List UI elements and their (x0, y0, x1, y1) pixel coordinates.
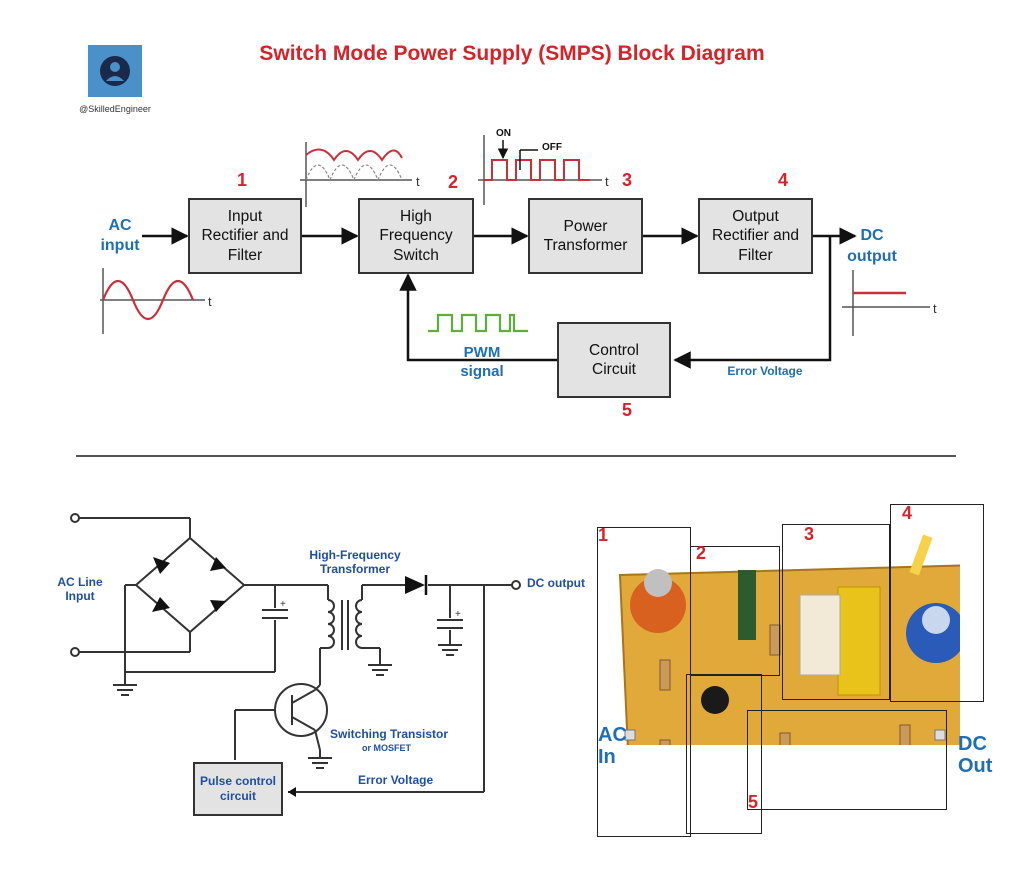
block-number-2: 2 (448, 172, 459, 192)
switching-waveform: t (478, 135, 609, 205)
ac-input-waveform: t (100, 268, 212, 334)
rectified-waveform: t (300, 142, 420, 207)
pulse-control-block: Pulse control circuit (193, 762, 283, 816)
skilled-engineer-logo (88, 45, 142, 97)
on-label: ON (496, 128, 511, 139)
block-control-circuit: Control Circuit (557, 322, 671, 398)
block-input-rectifier: Input Rectifier and Filter (188, 198, 302, 274)
block-diagram-wiring: t t t t (100, 135, 937, 369)
transformer-label: High-Frequency Transformer (309, 548, 401, 576)
ac-line-input-label: AC Line Input (57, 575, 103, 603)
ac-input-label: AC input (100, 217, 140, 254)
block-number-1: 1 (237, 170, 248, 190)
pcb-number-2: 2 (696, 543, 707, 563)
brand-handle: @SkilledEngineer (79, 104, 151, 114)
pcb-number-3: 3 (804, 524, 815, 544)
block-high-frequency-switch: High Frequency Switch (358, 198, 474, 274)
block-output-rectifier: Output Rectifier and Filter (698, 198, 813, 274)
page-title: Switch Mode Power Supply (SMPS) Block Di… (259, 42, 765, 65)
pcb-number-1: 1 (598, 525, 609, 545)
circuit-schematic: + + (70, 513, 521, 797)
pcb-region-1 (597, 527, 691, 837)
svg-text:+: + (455, 609, 461, 620)
pcb-region-5a (686, 674, 762, 834)
block-number-5: 5 (622, 400, 633, 420)
off-label: OFF (542, 142, 562, 153)
feedback-error-line (673, 236, 832, 369)
pcb-dc-out-label: DC Out (958, 733, 993, 777)
logo-icon (100, 56, 130, 86)
pcb-region-3 (782, 524, 890, 700)
pwm-signal-label: PWM signal (460, 344, 504, 380)
mosfet-label: or MOSFET (362, 743, 411, 753)
pcb-number-5: 5 (748, 792, 759, 812)
svg-text:t: t (605, 174, 609, 189)
dc-output-circuit-label: DC output (527, 576, 585, 590)
pcb-ac-in-label: AC In (598, 724, 627, 768)
block-number-3: 3 (622, 170, 633, 190)
svg-text:t: t (933, 301, 937, 316)
switching-transistor-label: Switching Transistor (330, 727, 449, 741)
error-voltage-label: Error Voltage (727, 364, 803, 378)
dc-output-waveform: t (842, 270, 937, 336)
pcb-region-4 (890, 504, 984, 702)
svg-text:t: t (208, 294, 212, 309)
pcb-region-5b (747, 710, 947, 810)
pcb-photo (618, 534, 960, 745)
svg-text:t: t (416, 174, 420, 189)
pwm-waveform (428, 313, 528, 333)
feedback-pwm-line (399, 273, 557, 362)
section-divider (76, 455, 956, 457)
dc-output-label: DC output (847, 227, 897, 265)
pcb-region-2 (690, 546, 780, 676)
block-number-4: 4 (778, 170, 789, 190)
error-voltage-circuit-label: Error Voltage (358, 773, 434, 787)
block-power-transformer: Power Transformer (528, 198, 643, 274)
svg-text:+: + (280, 599, 286, 610)
pcb-number-4: 4 (902, 503, 913, 523)
